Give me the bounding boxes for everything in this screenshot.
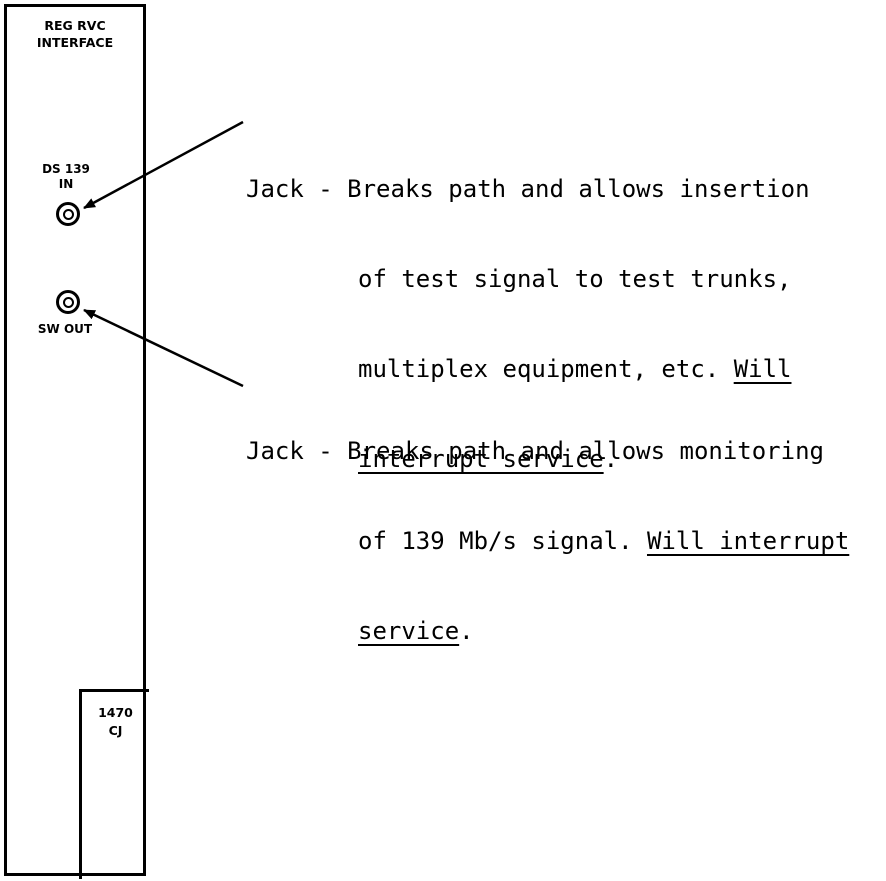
ds-139-in-jack-icon[interactable]: [56, 202, 80, 226]
callout2-line3-underline: service: [358, 617, 460, 645]
callout2-line3-end: .: [459, 617, 474, 645]
sw-label-text: SW OUT: [37, 322, 93, 336]
callout1-line2: of test signal to test trunks,: [358, 265, 792, 293]
ds-label-line1: DS 139: [42, 162, 90, 176]
ds-139-in-label: DS 139 IN: [36, 162, 96, 192]
code-label: 1470 CJ: [82, 704, 149, 740]
callout1-line4-end: .: [603, 445, 619, 473]
callout2-lead: Jack -: [246, 437, 348, 465]
callout-ds-jack: Jack - Breaks path and allows insertion …: [246, 114, 810, 504]
callout1-line1: Breaks path and allows insertion: [347, 175, 810, 203]
panel-title: REG RVC INTERFACE: [7, 17, 143, 51]
callout1-line4-underline: interrupt service: [358, 445, 604, 473]
callout-sw-jack: Jack - Breaks path and allows monitoring…: [246, 376, 849, 676]
callout1-lead: Jack -: [246, 175, 348, 203]
panel-title-line2: INTERFACE: [36, 35, 114, 50]
code-box: 1470 CJ: [79, 689, 149, 879]
callout1-line3-underline: Will: [733, 355, 792, 383]
ds-label-line2: IN: [58, 177, 74, 191]
interface-panel: REG RVC INTERFACE 1470 CJ: [4, 4, 149, 879]
panel-title-line1: REG RVC: [44, 18, 106, 33]
sw-out-jack-icon[interactable]: [56, 290, 80, 314]
sw-out-label: SW OUT: [30, 322, 100, 337]
callout2-line2: of 139 Mb/s signal.: [358, 527, 647, 555]
callout1-line3: multiplex equipment, etc.: [358, 355, 734, 383]
callout2-line2-underline: Will interrupt: [646, 527, 850, 555]
callout2-line1: Breaks path and allows monitoring: [347, 437, 824, 465]
code-line1: 1470: [98, 705, 133, 720]
code-line2: CJ: [108, 723, 123, 738]
